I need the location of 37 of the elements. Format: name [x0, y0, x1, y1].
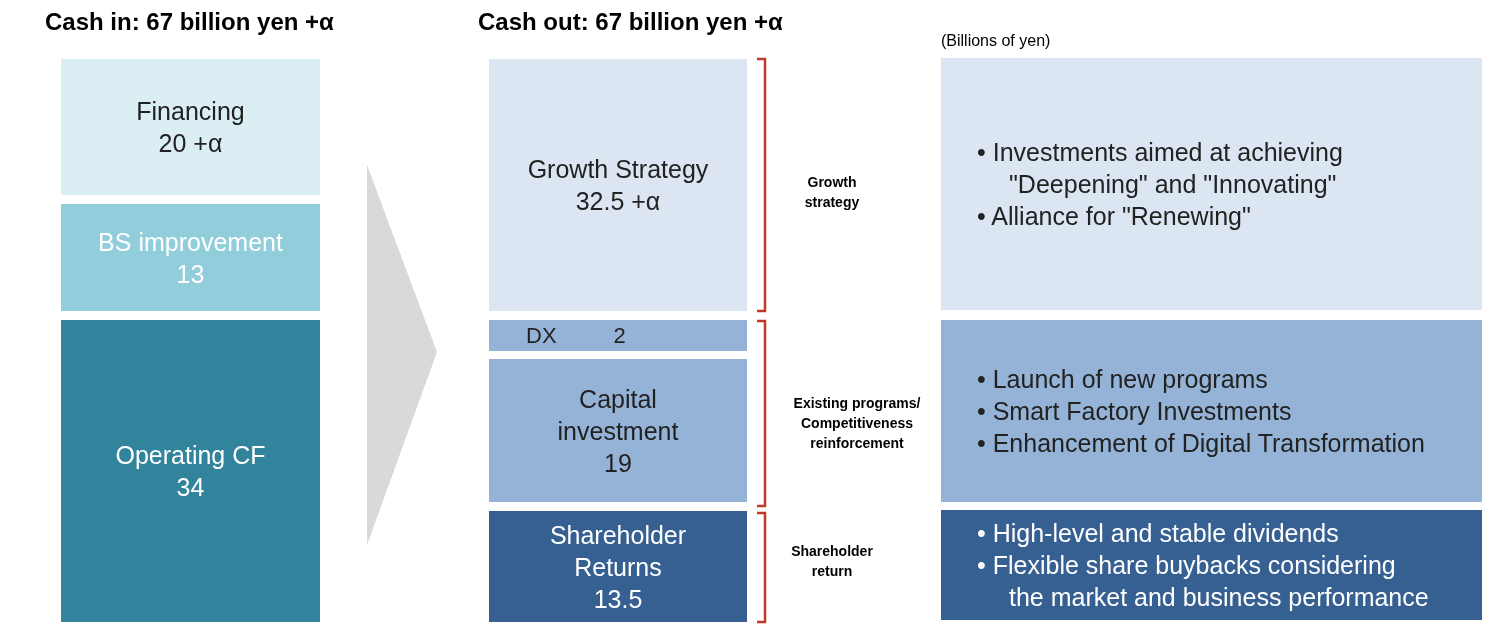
block-value: 34: [176, 472, 205, 503]
heading: Cash out: 67 billion yen +α: [478, 8, 784, 36]
cash-block: [489, 511, 747, 622]
unit-note: (Billions of yen): [941, 32, 1052, 50]
block-value: 13.5: [593, 583, 643, 615]
block-title: Financing: [136, 96, 245, 127]
bullet-text: • Alliance for "Renewing": [977, 201, 1252, 232]
bullet-text: • Investments aimed at achieving "Deepening" and "Innovating": [977, 137, 1344, 200]
block-title: BS improvement: [98, 226, 283, 258]
cash-block: [61, 320, 320, 622]
cash-block: [489, 359, 747, 502]
bracket-label: Existing programs/ Competitiveness reinforcement: [792, 394, 922, 453]
bracket-label: Shareholder return: [790, 542, 874, 581]
block-value: 20 +α: [158, 128, 223, 159]
block-title: Capital investment: [556, 383, 680, 447]
cash-block: [61, 59, 320, 195]
heading: Cash in: 67 billion yen +α: [45, 8, 335, 36]
block-title: Operating CF: [115, 440, 266, 471]
block-value: 13: [176, 258, 205, 290]
bullet-text: • Flexible share buybacks considering the market and business performance: [977, 550, 1430, 613]
description-panel: [941, 320, 1482, 502]
bullet-text: • Smart Factory Investments: [977, 396, 1293, 427]
cash-block: [489, 320, 747, 351]
block-title: Growth Strategy: [527, 154, 709, 185]
block-value: 32.5 +α: [575, 186, 661, 217]
block-title: Shareholder Returns: [548, 519, 688, 583]
description-panel: [941, 58, 1482, 310]
description-panel: [941, 510, 1482, 620]
block-value: 19: [604, 447, 632, 479]
bullet-text: • Launch of new programs: [977, 364, 1269, 395]
cash-block: [61, 204, 320, 311]
bullet-text: • Enhancement of Digital Transformation: [977, 428, 1426, 459]
cash-block: [489, 59, 747, 311]
block-title: DX: [526, 321, 557, 350]
block-value: 2: [613, 321, 626, 350]
bracket-label: Growth strategy: [803, 173, 861, 212]
bullet-text: • High-level and stable dividends: [977, 518, 1340, 549]
